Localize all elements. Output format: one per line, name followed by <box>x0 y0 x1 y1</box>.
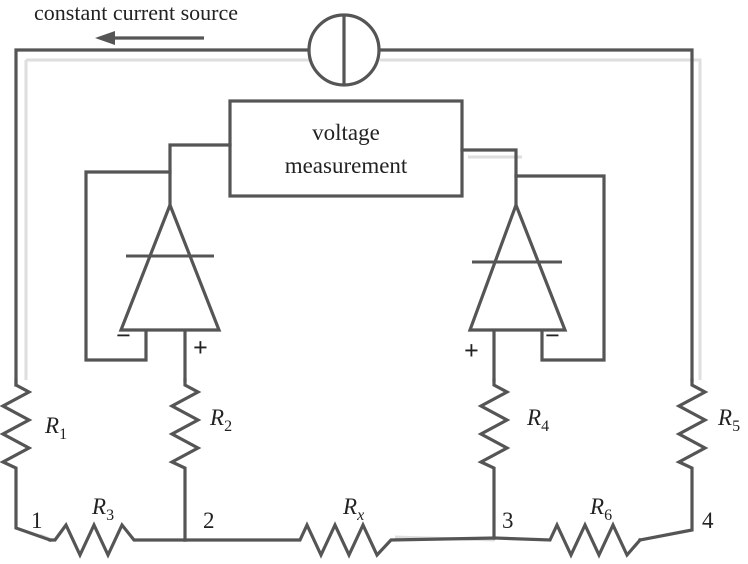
label-r2: R2 <box>209 405 232 435</box>
label-r6: R6 <box>589 494 612 524</box>
current-source-symbol <box>307 13 381 87</box>
resistor-r3 <box>48 521 187 559</box>
current-direction-arrow <box>95 31 204 45</box>
current-source-label: constant current source <box>34 0 238 25</box>
left-opamp-output-wire <box>168 143 232 207</box>
right-opamp-feedback-wire <box>514 174 606 362</box>
node-label-1: 1 <box>31 508 43 533</box>
left-opamp <box>118 200 222 332</box>
left-opamp-minus-sign: − <box>116 321 131 350</box>
resistor-r5 <box>638 378 709 542</box>
top-right-wire <box>378 48 694 382</box>
node-label-3: 3 <box>502 508 514 533</box>
label-r4: R4 <box>526 405 549 435</box>
right-opamp-output-wire <box>460 148 518 207</box>
voltage-measurement-line-2: measurement <box>285 153 408 178</box>
label-rx: Rx <box>342 494 364 524</box>
right-opamp-minus-sign: − <box>545 321 560 350</box>
resistor-r4 <box>477 378 511 540</box>
left-opamp-feedback-wire <box>84 170 172 362</box>
right-opamp-plus-sign: + <box>464 336 479 365</box>
right-opamp <box>467 200 568 332</box>
voltage-measurement-line-1: voltage <box>312 120 380 145</box>
voltage-measurement-box <box>228 99 464 198</box>
label-r3: R3 <box>91 494 114 524</box>
resistor-r6 <box>492 521 643 559</box>
resistor-rx <box>183 521 496 559</box>
top-left-wire <box>14 48 310 387</box>
left-opamp-plus-sign: + <box>193 333 208 362</box>
label-r5: R5 <box>717 405 740 435</box>
resistor-r1 <box>0 378 53 543</box>
resistor-r2 <box>168 378 202 542</box>
label-r1: R1 <box>44 413 67 443</box>
node-label-4: 4 <box>702 508 714 533</box>
node-label-2: 2 <box>203 508 215 533</box>
